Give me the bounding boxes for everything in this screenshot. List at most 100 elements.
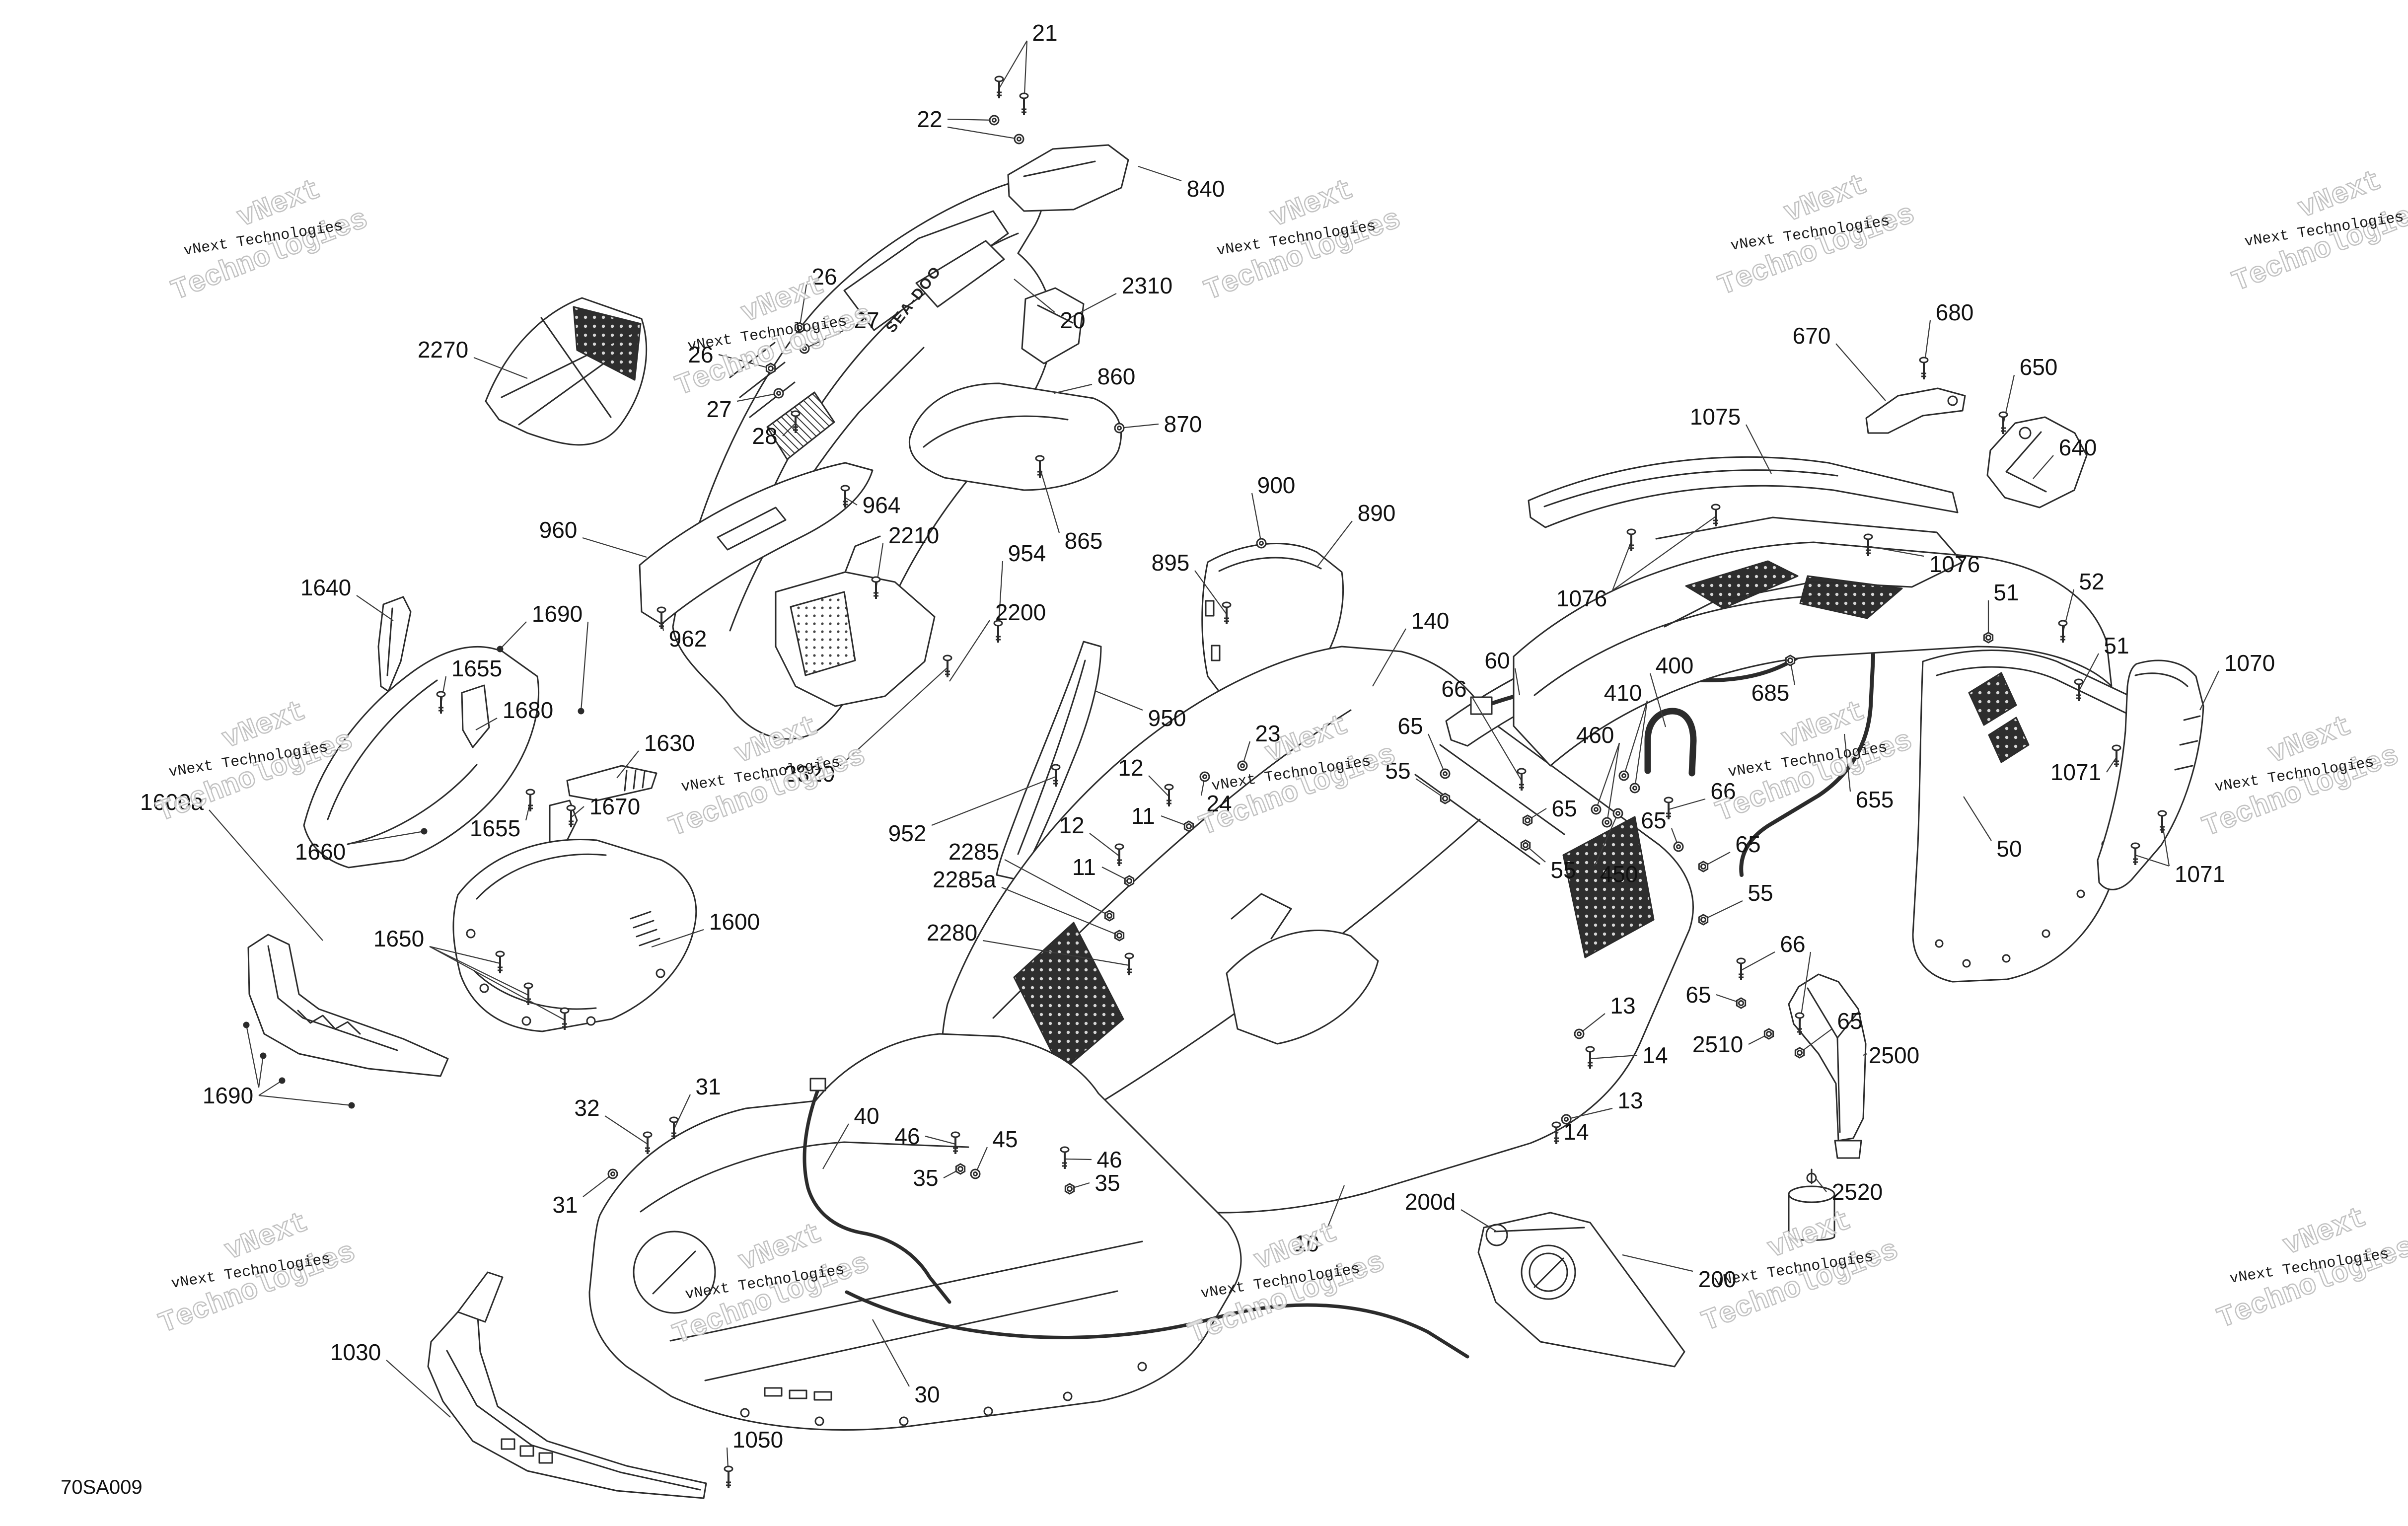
screw-head	[1222, 601, 1232, 608]
leader-line	[209, 809, 323, 941]
callout-label-410: 410	[1604, 680, 1642, 706]
nut-hole	[1126, 878, 1132, 884]
leader-line	[1001, 886, 1120, 937]
part-960-side-strip	[639, 462, 874, 625]
callout-label-1076: 1076	[1556, 585, 1607, 611]
callout-label-870: 870	[1164, 411, 1202, 437]
screw-icon	[560, 1007, 570, 1030]
leader-line	[1594, 813, 1619, 867]
callout-label-21: 21	[1032, 20, 1057, 46]
leader-line	[1514, 668, 1521, 696]
leader-line	[1119, 423, 1159, 429]
leader-line	[782, 423, 796, 436]
nut-hole	[1766, 1031, 1772, 1037]
leader-line	[258, 1080, 283, 1096]
screw-head	[1124, 952, 1134, 959]
callout-label-952: 952	[888, 820, 927, 846]
leader-line	[1014, 279, 1055, 313]
callout-label-680: 680	[1936, 299, 1974, 325]
leader-line	[1566, 1107, 1613, 1120]
screw-icon	[1626, 528, 1636, 551]
callout-label-200d: 200d	[1405, 1189, 1456, 1215]
washer-icon	[607, 1168, 618, 1179]
part-1076-rear-deck	[1513, 516, 2113, 767]
callout-label-2280: 2280	[927, 920, 977, 945]
leader-line	[1316, 520, 1353, 568]
screw-head	[2058, 620, 2068, 627]
screw-icon	[566, 804, 576, 827]
callout-label-55: 55	[1385, 758, 1410, 784]
part-2520-canister	[1788, 1168, 1835, 1241]
nut-icon	[765, 363, 776, 374]
callout-label-200: 200	[1698, 1266, 1737, 1292]
callout-label-65: 65	[1641, 807, 1666, 833]
callout-label-2285a: 2285a	[933, 867, 996, 892]
callout-label-2200: 2200	[995, 599, 1046, 625]
screw-head	[1664, 797, 1674, 803]
dot-icon	[260, 1052, 267, 1059]
washer-hole	[1676, 844, 1681, 849]
callout-label-655: 655	[1856, 787, 1894, 812]
callout-label-26: 26	[688, 342, 713, 367]
callout-label-1680: 1680	[503, 697, 553, 723]
washer-icon	[1237, 760, 1248, 771]
screw-icon	[1919, 357, 1929, 379]
nut-icon	[794, 322, 805, 334]
drawing-number: 70SA009	[61, 1476, 143, 1498]
leader-line	[931, 776, 1056, 826]
washer-hole	[1117, 426, 1122, 431]
rivet-dot	[348, 1102, 355, 1109]
nut-hole	[797, 325, 803, 331]
leader-line	[2135, 854, 2170, 867]
screw-icon	[1164, 784, 1174, 806]
callout-label-2520: 2520	[1832, 1179, 1883, 1205]
washer-icon	[1612, 808, 1623, 819]
leader-line	[386, 1360, 451, 1418]
washer-hole	[1632, 786, 1637, 791]
part-1600-seat-base	[452, 838, 697, 1032]
leader-line	[1089, 833, 1120, 857]
screw-icon	[993, 620, 1003, 643]
screw-head	[993, 620, 1003, 627]
leader-line	[1323, 1185, 1345, 1236]
leader-line	[580, 621, 589, 712]
callout-label-1071: 1071	[2175, 861, 2225, 887]
nut-icon	[1522, 814, 1533, 826]
leader-line	[1039, 467, 1060, 533]
leader-line	[616, 750, 639, 779]
leader-line	[582, 537, 647, 558]
part-200d-ring	[1485, 1224, 1508, 1246]
washer-icon	[1256, 538, 1267, 549]
callout-label-45: 45	[992, 1126, 1018, 1152]
washer-icon	[1618, 770, 1629, 781]
callout-label-55: 55	[1550, 857, 1576, 883]
callout-label-20: 20	[1060, 307, 1085, 333]
screw-icon	[495, 950, 505, 973]
screw-head	[2112, 744, 2121, 751]
screw-head	[566, 804, 576, 811]
dot-icon	[421, 828, 428, 835]
callout-label-31: 31	[552, 1192, 578, 1218]
callout-label-10: 10	[1294, 1231, 1319, 1256]
leader-line	[1148, 775, 1169, 797]
screw-head	[1035, 455, 1045, 462]
leader-line	[736, 392, 779, 402]
part-1030-keel	[427, 1271, 707, 1499]
screw-head	[2130, 842, 2140, 849]
callout-label-46: 46	[1096, 1147, 1122, 1172]
callout-label-860: 860	[1097, 363, 1136, 389]
screw-icon	[2058, 620, 2068, 643]
nut-hole	[1116, 933, 1122, 939]
washer-hole	[776, 391, 781, 396]
leader-line	[840, 667, 948, 766]
leader-line	[1623, 700, 1648, 776]
callout-label-22: 22	[917, 106, 942, 132]
callout-label-2210: 2210	[888, 522, 939, 548]
washer-icon	[1199, 771, 1210, 782]
leader-line	[2106, 757, 2117, 773]
callout-label-2310: 2310	[1122, 273, 1172, 298]
nut-hole	[957, 1166, 963, 1172]
screw-head	[1711, 504, 1721, 510]
rivet-dot	[260, 1052, 267, 1059]
callout-label-13: 13	[1610, 993, 1635, 1018]
